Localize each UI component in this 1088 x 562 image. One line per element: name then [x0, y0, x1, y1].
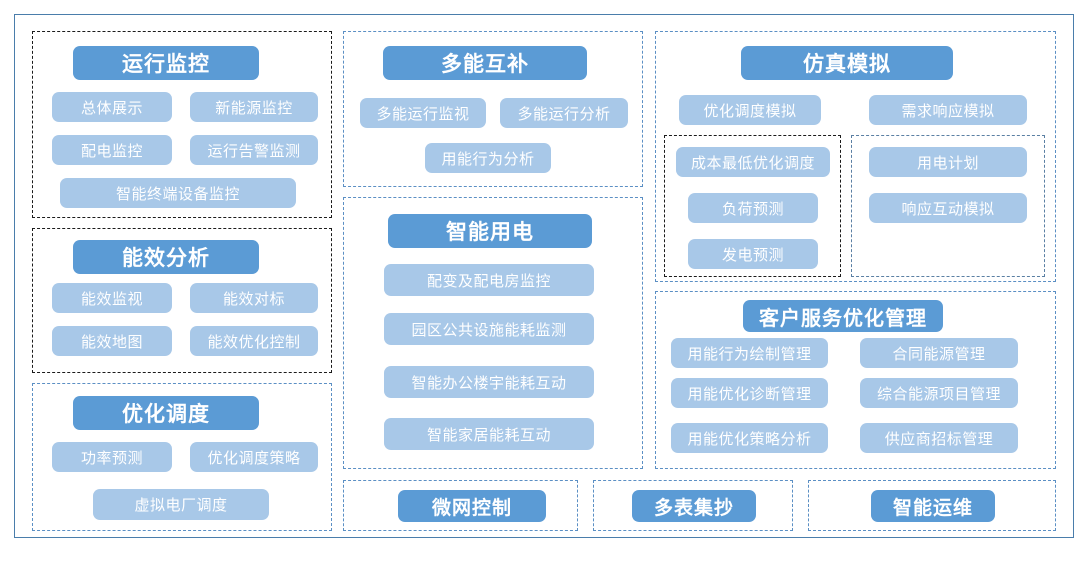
- group-title-nengxiao-fenxi[interactable]: 能效分析: [73, 240, 259, 274]
- item-zongti-zhanshi[interactable]: 总体展示: [52, 92, 172, 122]
- group-title-yunxing-jiankong[interactable]: 运行监控: [73, 46, 259, 80]
- item-nengxiao-ditu[interactable]: 能效地图: [52, 326, 172, 356]
- item-zhineng-jiaju-nenghao-hudong[interactable]: 智能家居能耗互动: [384, 418, 594, 450]
- item-yuanqu-gonggong-sheshi-nenghao-jiance[interactable]: 园区公共设施能耗监测: [384, 313, 594, 345]
- item-zonghe-nengyuan-xiangmu-guanli[interactable]: 综合能源项目管理: [860, 378, 1018, 408]
- item-xinnengyuan-jiankong[interactable]: 新能源监控: [190, 92, 318, 122]
- item-chengben-zuidi-youhua-diaodu[interactable]: 成本最低优化调度: [676, 147, 830, 177]
- group-yunxing-jiankong[interactable]: [32, 31, 332, 218]
- group-title-duobiao-jichao[interactable]: 多表集抄: [632, 490, 756, 522]
- group-title-weiwang-kongzhi[interactable]: 微网控制: [398, 490, 546, 522]
- group-zhineng-yunwei[interactable]: [808, 480, 1056, 531]
- item-nengxiao-jianshi[interactable]: 能效监视: [52, 283, 172, 313]
- group-zhineng-yongdian[interactable]: [343, 197, 643, 469]
- group-duoneng-hubu[interactable]: [343, 31, 643, 187]
- group-title-zhineng-yunwei[interactable]: 智能运维: [871, 490, 995, 522]
- item-fadian-yuce[interactable]: 发电预测: [688, 239, 818, 269]
- group-title-fangzhen-moni[interactable]: 仿真模拟: [741, 46, 953, 80]
- group-title-duoneng-hubu[interactable]: 多能互补: [383, 46, 587, 80]
- group-fangzhen-moni[interactable]: [655, 31, 1056, 282]
- subgroup-fangzhen-left[interactable]: [664, 135, 841, 277]
- item-peidian-jiankong[interactable]: 配电监控: [52, 135, 172, 165]
- item-zhineng-zhongduan-shebei-jiankong[interactable]: 智能终端设备监控: [60, 178, 296, 208]
- item-peibian-ji-peidianfang-jiankong[interactable]: 配变及配电房监控: [384, 264, 594, 296]
- item-yongneng-youhua-zhenduan-guanli[interactable]: 用能优化诊断管理: [671, 378, 828, 408]
- group-weiwang-kongzhi[interactable]: [343, 480, 578, 531]
- item-yunxing-gaojing-jiance[interactable]: 运行告警监测: [190, 135, 318, 165]
- item-yongneng-youhua-celve-fenxi[interactable]: 用能优化策略分析: [671, 423, 828, 453]
- group-youhua-diaodu[interactable]: [32, 383, 332, 531]
- group-title-kehu-fuwu[interactable]: 客户服务优化管理: [743, 300, 943, 332]
- item-fuhe-yuce[interactable]: 负荷预测: [688, 193, 818, 223]
- subgroup-fangzhen-right[interactable]: [851, 135, 1045, 277]
- item-gonglv-yuce[interactable]: 功率预测: [52, 442, 172, 472]
- item-hetong-nengyuan-guanli[interactable]: 合同能源管理: [860, 338, 1018, 368]
- item-xuni-dianchang-diaodu[interactable]: 虚拟电厂调度: [93, 489, 269, 520]
- group-title-youhua-diaodu[interactable]: 优化调度: [73, 396, 259, 430]
- item-youhua-diaodu-moni[interactable]: 优化调度模拟: [679, 95, 821, 125]
- item-yongneng-xingwei-huizhi-guanli[interactable]: 用能行为绘制管理: [671, 338, 828, 368]
- item-yongdian-jihua[interactable]: 用电计划: [869, 147, 1027, 177]
- group-duobiao-jichao[interactable]: [593, 480, 793, 531]
- item-duoneng-yunxing-jianshi[interactable]: 多能运行监视: [360, 98, 486, 128]
- item-zhineng-bangong-louyu-nenghao-hudong[interactable]: 智能办公楼宇能耗互动: [384, 366, 594, 398]
- item-nengxiao-youhua-kongzhi[interactable]: 能效优化控制: [190, 326, 318, 356]
- item-xiangying-hudong-moni[interactable]: 响应互动模拟: [869, 193, 1027, 223]
- item-xuqiu-xiangying-moni[interactable]: 需求响应模拟: [869, 95, 1027, 125]
- item-yongneng-xingwei-fenxi[interactable]: 用能行为分析: [425, 143, 551, 173]
- item-youhua-diaodu-celve[interactable]: 优化调度策略: [190, 442, 318, 472]
- group-kehu-fuwu[interactable]: [655, 291, 1056, 469]
- item-duoneng-yunxing-fenxi[interactable]: 多能运行分析: [500, 98, 628, 128]
- item-nengxiao-duibiao[interactable]: 能效对标: [190, 283, 318, 313]
- group-title-zhineng-yongdian[interactable]: 智能用电: [388, 214, 592, 248]
- group-nengxiao-fenxi[interactable]: [32, 228, 332, 373]
- item-gongyingshang-zhaobiao-guanli[interactable]: 供应商招标管理: [860, 423, 1018, 453]
